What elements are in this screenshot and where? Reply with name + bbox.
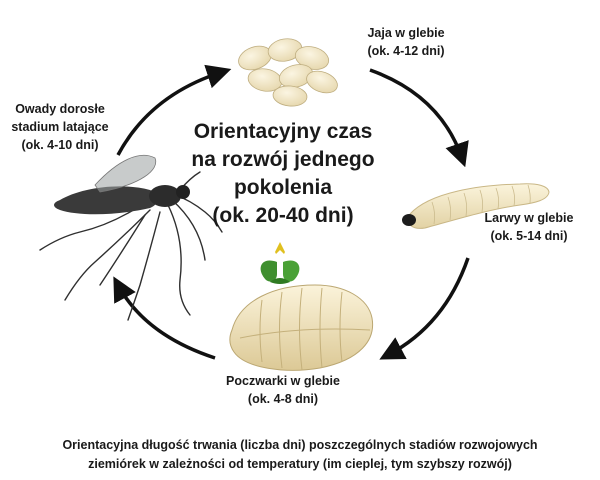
center-title-line-1: Orientacyjny czas (194, 120, 373, 143)
adult-insect-illustration (39, 154, 223, 321)
eggs-label-name: Jaja w glebie (367, 26, 444, 40)
center-title-line-2: na rozwój jednego (191, 148, 374, 171)
center-title-line-3: pokolenia (234, 176, 332, 199)
center-title-line-4: (ok. 20-40 dni) (212, 204, 353, 227)
adults-label-stage: stadium latające (11, 120, 108, 134)
stage-label-adults: Owady dorosłe stadium latające (ok. 4-10… (11, 102, 108, 152)
pupa-illustration (229, 284, 374, 371)
brand-logo (260, 242, 300, 284)
caption: Orientacyjna długość trwania (liczba dni… (62, 438, 537, 471)
eggs-label-duration: (ok. 4-12 dni) (367, 44, 444, 58)
larvae-label-name: Larwy w glebie (485, 211, 574, 225)
stage-label-pupae: Poczwarki w glebie (ok. 4-8 dni) (226, 374, 340, 406)
pupae-label-duration: (ok. 4-8 dni) (248, 392, 318, 406)
adults-label-duration: (ok. 4-10 dni) (21, 138, 98, 152)
stage-label-larvae: Larwy w glebie (ok. 5-14 dni) (485, 211, 574, 243)
arrow-eggs-to-larvae (369, 68, 469, 168)
arrow-adult-to-eggs (116, 64, 232, 156)
larvae-label-duration: (ok. 5-14 dni) (490, 229, 567, 243)
arrow-pupae-to-adult (113, 276, 216, 360)
adults-label-name: Owady dorosłe (15, 102, 105, 116)
eggs-illustration (238, 38, 338, 107)
cycle-arrows (113, 64, 470, 360)
arrow-larvae-to-pupae (379, 257, 470, 360)
larva-illustration (402, 183, 550, 229)
stage-label-eggs: Jaja w glebie (ok. 4-12 dni) (367, 26, 444, 58)
pupae-label-name: Poczwarki w glebie (226, 374, 340, 388)
center-title: Orientacyjny czas na rozwój jednego poko… (191, 120, 374, 227)
caption-line-1: Orientacyjna długość trwania (liczba dni… (62, 438, 537, 452)
caption-line-2: ziemiórek w zależności od temperatury (i… (88, 457, 512, 471)
